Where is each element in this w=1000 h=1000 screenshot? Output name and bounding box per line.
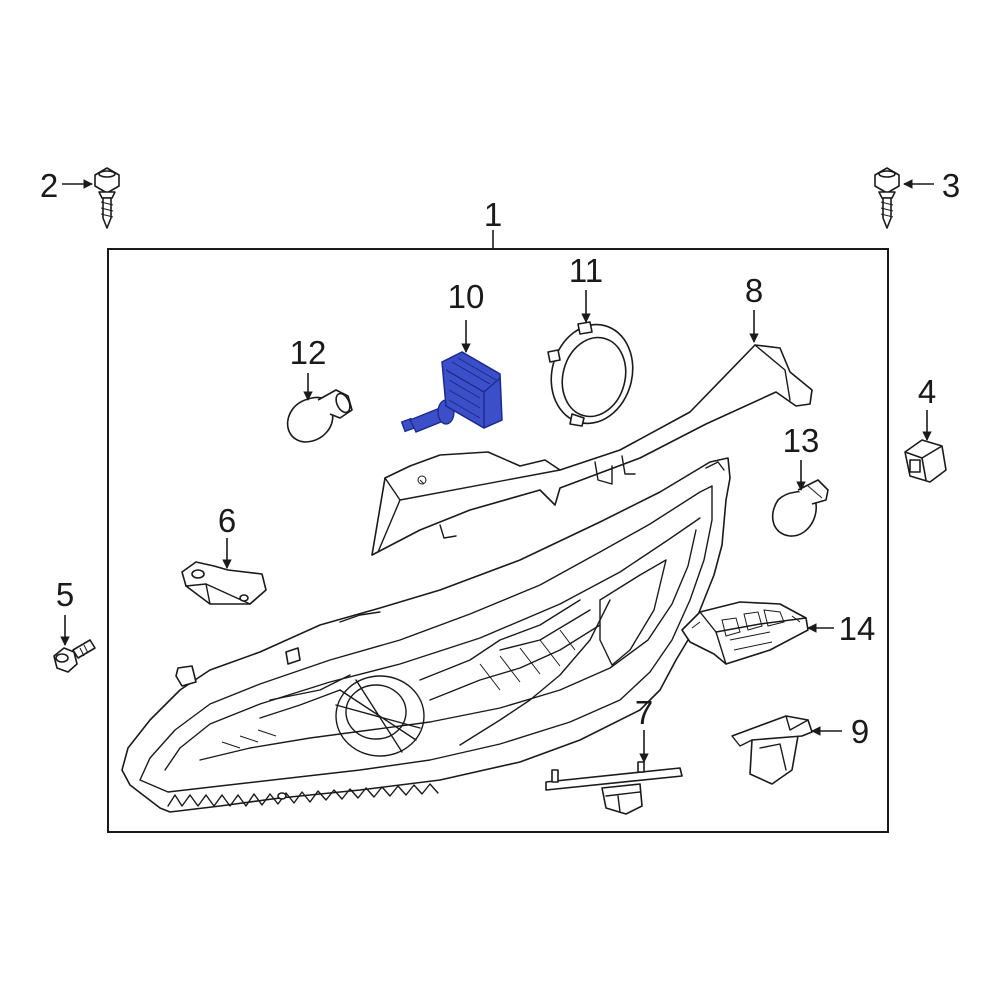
part-3-screw[interactable] bbox=[874, 167, 900, 229]
part-12-bulb[interactable] bbox=[286, 389, 353, 443]
callout-6: 6 bbox=[218, 502, 236, 539]
callout-1: 1 bbox=[484, 196, 502, 233]
part-1-headlamp-housing[interactable] bbox=[121, 457, 731, 813]
callout-4: 4 bbox=[918, 373, 936, 410]
callout-7: 7 bbox=[635, 694, 653, 731]
callout-10: 10 bbox=[448, 278, 485, 315]
part-8-bracket[interactable] bbox=[371, 344, 813, 556]
callout-14: 14 bbox=[839, 610, 876, 647]
callout-12: 12 bbox=[290, 334, 327, 371]
callout-2: 2 bbox=[40, 167, 58, 204]
part-9-clip[interactable] bbox=[731, 715, 813, 785]
part-5-bolt[interactable] bbox=[53, 639, 96, 673]
callout-5: 5 bbox=[56, 576, 74, 613]
callout-13: 13 bbox=[783, 422, 820, 459]
part-6-mounting-bracket[interactable] bbox=[181, 561, 267, 605]
assembly-frame bbox=[107, 248, 889, 833]
callout-3: 3 bbox=[942, 167, 960, 204]
callout-8: 8 bbox=[745, 272, 763, 309]
part-11-retaining-ring[interactable] bbox=[540, 315, 643, 432]
part-14-ballast[interactable] bbox=[681, 601, 809, 665]
part-4-clip[interactable] bbox=[904, 439, 947, 483]
callout-11: 11 bbox=[569, 252, 603, 289]
part-13-wedge-bulb[interactable] bbox=[771, 479, 829, 537]
part-7-adjuster[interactable] bbox=[545, 761, 683, 815]
part-10-hid-bulb[interactable] bbox=[400, 351, 503, 433]
callout-9: 9 bbox=[851, 713, 869, 750]
part-2-screw[interactable] bbox=[94, 167, 120, 229]
